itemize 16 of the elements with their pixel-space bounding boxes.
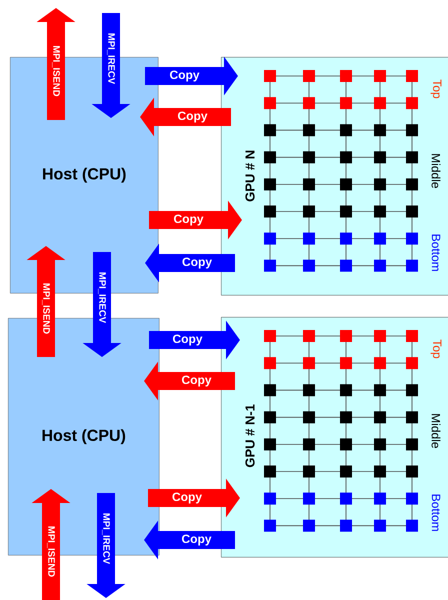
arrow-label: Copy bbox=[171, 492, 203, 504]
arrow-label: Copy bbox=[172, 214, 205, 226]
row-label: Bottom bbox=[432, 494, 440, 531]
arrow-label: Copy bbox=[172, 334, 204, 346]
row-label: Middle bbox=[432, 414, 440, 448]
arrow-label: Copy bbox=[181, 256, 214, 270]
gpu-label: GPU # N-1 bbox=[245, 404, 255, 468]
gpu-label: GPU # N bbox=[245, 150, 255, 202]
row-label: Top bbox=[430, 80, 442, 98]
arrow-label: Copy bbox=[168, 70, 201, 82]
row-label: Middle bbox=[432, 154, 440, 188]
row-label: Top bbox=[430, 340, 442, 358]
arrow-label: Copy bbox=[180, 374, 212, 388]
arrow-label: Copy bbox=[176, 110, 208, 124]
row-label: Bottom bbox=[432, 234, 440, 271]
arrow-label: Copy bbox=[180, 534, 212, 546]
